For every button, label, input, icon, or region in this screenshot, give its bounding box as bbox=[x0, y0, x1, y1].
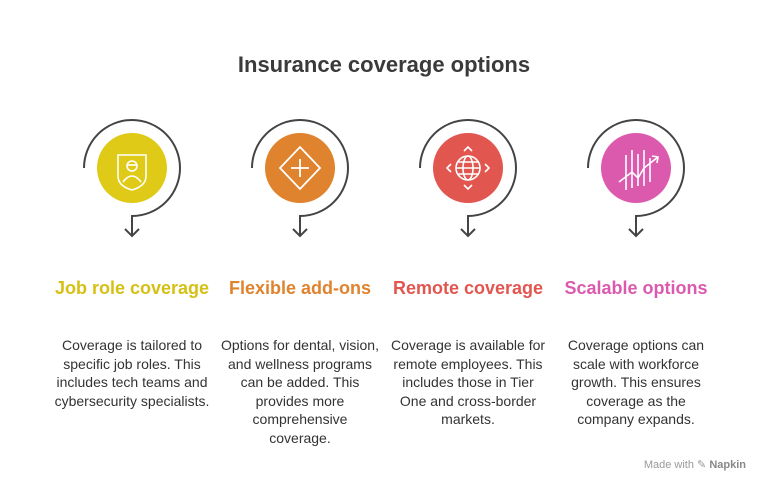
brand-text: Napkin bbox=[709, 459, 746, 471]
circle-arrow bbox=[83, 119, 181, 238]
page-title: Insurance coverage options bbox=[237, 52, 531, 77]
option-title: Job role coverage bbox=[54, 278, 210, 298]
option-title: Scalable options bbox=[564, 278, 708, 298]
growth-chart-icon bbox=[618, 150, 659, 190]
option-description: Options for dental, vision, and wellness… bbox=[221, 337, 379, 446]
made-with-text: Made with bbox=[643, 459, 694, 471]
option-description: Coverage options can scale with workforc… bbox=[567, 337, 705, 427]
option-title: Flexible add-ons bbox=[228, 278, 372, 298]
option-description: Coverage is available for remote employe… bbox=[390, 337, 546, 427]
option-description: Coverage is tailored to specific job rol… bbox=[54, 337, 210, 409]
circle-arrow bbox=[419, 119, 517, 238]
diamond-plus-icon bbox=[278, 145, 322, 191]
option-title: Remote coverage bbox=[392, 278, 544, 298]
napkin-logo-icon: ✎ bbox=[697, 459, 707, 471]
shield-user-icon bbox=[117, 154, 147, 191]
circle-arrow bbox=[251, 119, 349, 238]
globe-arrows-icon bbox=[445, 145, 491, 191]
napkin-watermark: Made with ✎ Napkin bbox=[644, 458, 746, 471]
circle-arrow bbox=[587, 119, 685, 238]
